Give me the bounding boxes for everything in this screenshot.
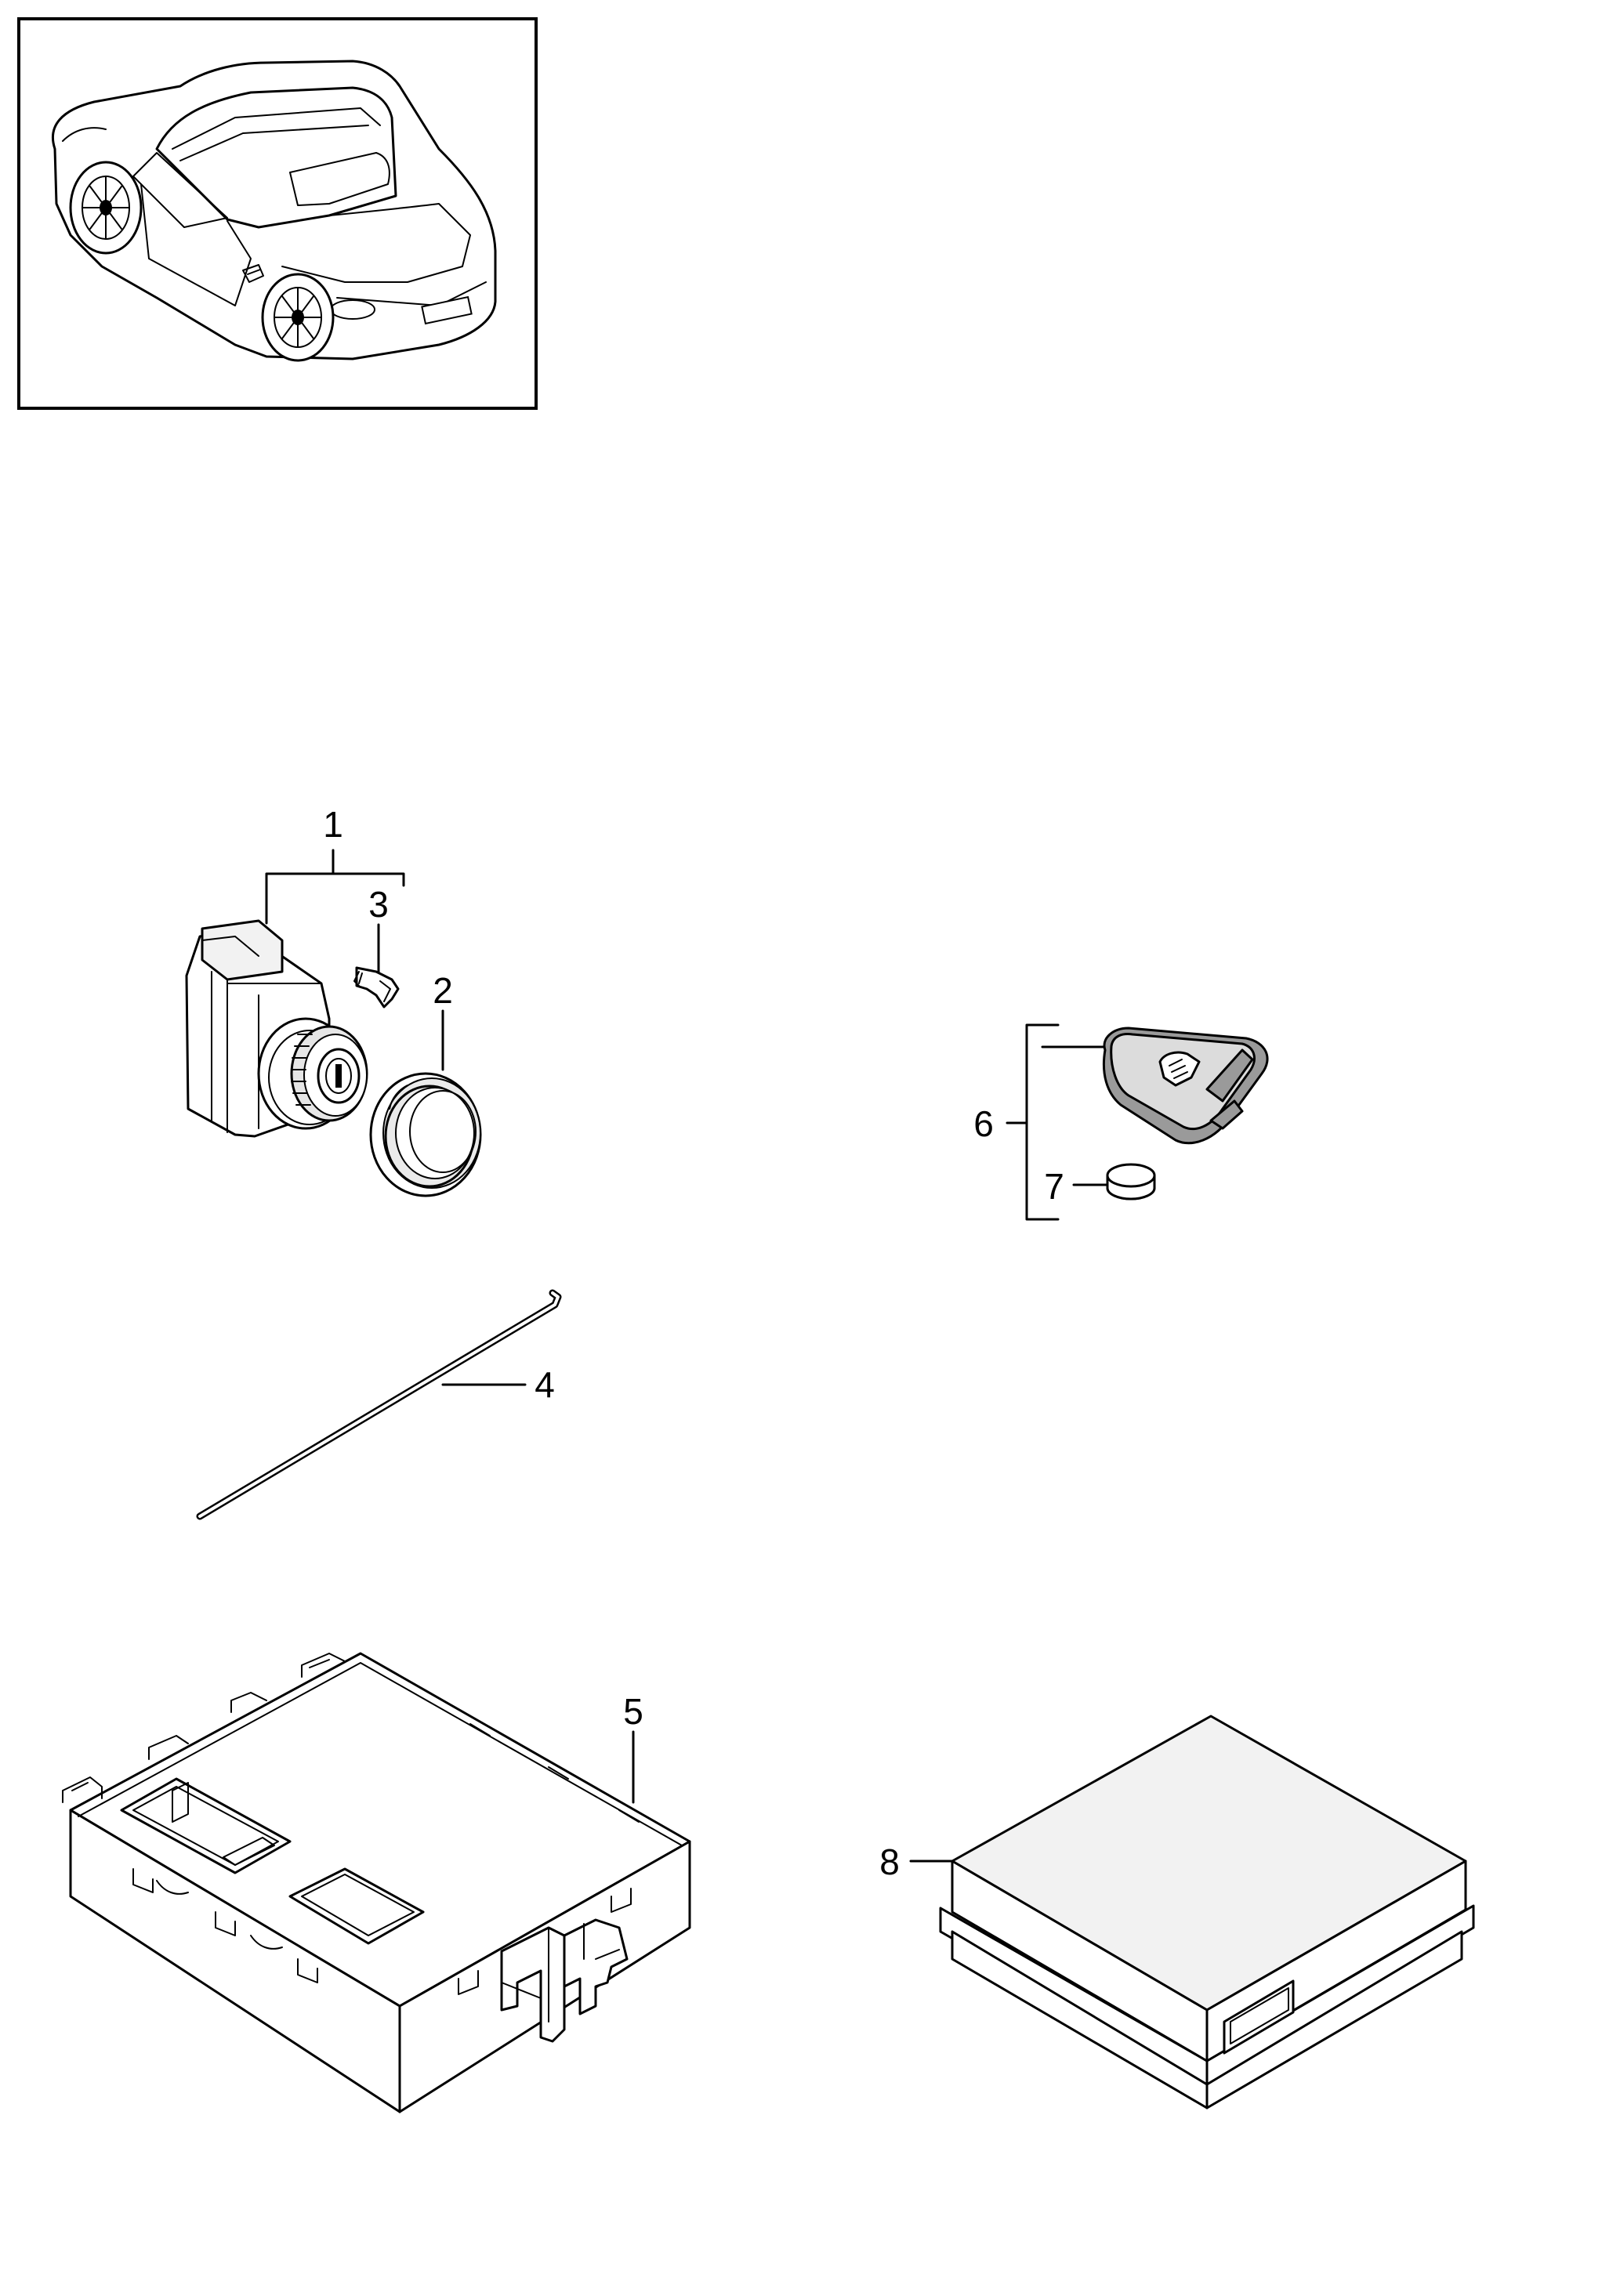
software-box-part-8 xyxy=(909,1715,1475,2109)
lock-housing xyxy=(185,919,368,1138)
sealing-ring-part-2 xyxy=(369,1009,482,1197)
battery-part-7 xyxy=(1072,1163,1156,1201)
callout-7: 7 xyxy=(1044,1166,1064,1207)
vehicle-overview-thumbnail xyxy=(17,17,538,410)
release-rod-part-4 xyxy=(196,1289,562,1520)
callout-6: 6 xyxy=(973,1103,994,1144)
callout-labels: 1 2 3 4 5 6 7 8 xyxy=(323,804,1064,1882)
control-unit-part-5 xyxy=(62,1652,691,2113)
callout-8: 8 xyxy=(879,1842,900,1882)
callout-3: 3 xyxy=(368,884,389,925)
ignition-lock-assembly xyxy=(185,849,482,1197)
callout-4: 4 xyxy=(535,1364,555,1405)
remote-key-assembly xyxy=(1006,1023,1269,1221)
callout-bracket-1 xyxy=(265,872,405,887)
clip-part-3 xyxy=(353,923,400,1009)
car-illustration xyxy=(51,60,497,362)
callout-5: 5 xyxy=(623,1691,643,1732)
key-fob-icon xyxy=(1102,1027,1269,1145)
callout-1: 1 xyxy=(323,804,343,845)
front-wheel-icon xyxy=(69,161,143,255)
callout-2: 2 xyxy=(433,970,453,1011)
rear-wheel-icon xyxy=(261,273,335,362)
